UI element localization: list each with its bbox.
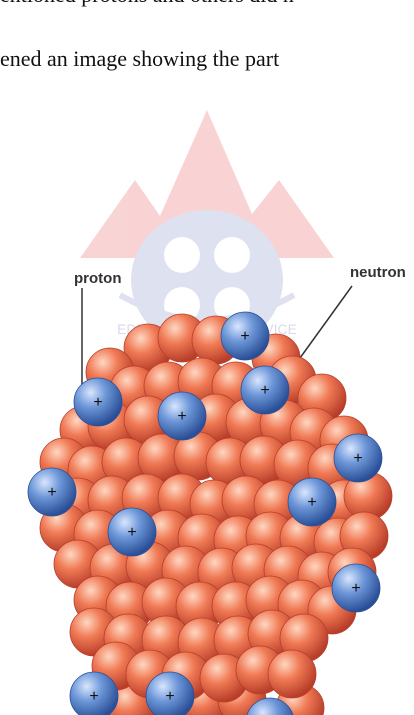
text-line-2: ened an image showing the part [0, 46, 414, 86]
neutron-leader-line [300, 286, 352, 358]
nucleus-svg: EDUCATION FOR SERVICE ++++++++++++ [0, 90, 414, 715]
proton-plus-sign: + [260, 382, 269, 399]
proton-plus-sign: + [351, 580, 360, 597]
proton-plus-sign: + [165, 688, 174, 705]
proton-plus-sign: + [47, 484, 56, 501]
proton-plus-sign: + [177, 408, 186, 425]
proton-plus-sign: + [307, 494, 316, 511]
proton-plus-sign: + [240, 328, 249, 345]
proton-plus-sign: + [127, 524, 136, 541]
label-proton: proton [74, 270, 121, 287]
proton-plus-sign: + [93, 394, 102, 411]
nucleus-figure: EDUCATION FOR SERVICE ++++++++++++ proto… [0, 90, 414, 715]
neutron-sphere [268, 650, 316, 698]
proton-plus-sign: + [353, 450, 362, 467]
label-neutron: neutron [350, 264, 406, 281]
watermark-logo: EDUCATION FOR SERVICE [80, 110, 334, 350]
text-line-1: entioned protons and others did n [0, 0, 414, 22]
proton-plus-sign: + [89, 688, 98, 705]
